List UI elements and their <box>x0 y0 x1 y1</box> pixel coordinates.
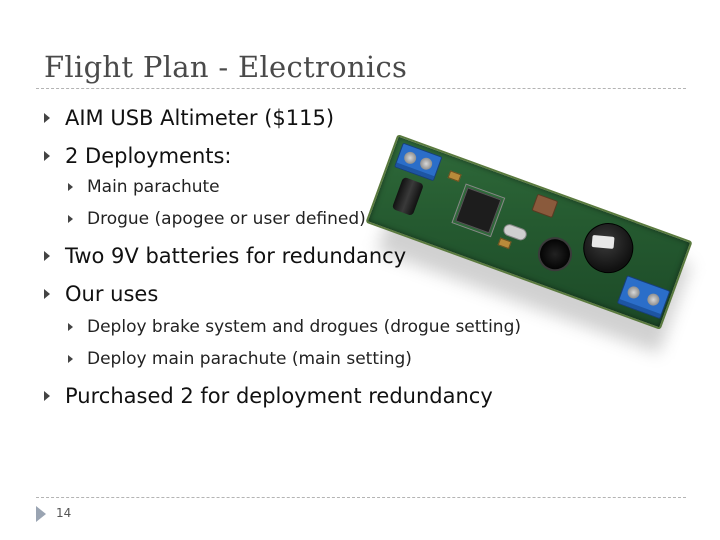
bullet-item: AIM USB Altimeter ($115) <box>44 106 334 130</box>
bullet-text: Main parachute <box>87 177 220 197</box>
bullet-text: Our uses <box>65 282 159 306</box>
screw-terminal <box>616 275 671 320</box>
switch <box>531 193 559 219</box>
bullet-text: AIM USB Altimeter ($115) <box>65 106 335 130</box>
sub-bullet-item: Main parachute <box>68 177 220 197</box>
bullet-arrow-icon <box>68 183 73 191</box>
sub-bullet-item: Deploy main parachute (main setting) <box>68 349 412 369</box>
bullet-arrow-icon <box>44 289 50 299</box>
bullet-item: Our uses <box>44 282 158 306</box>
page-number: 14 <box>56 506 72 520</box>
sub-bullet-item: Drogue (apogee or user defined) <box>68 209 366 229</box>
bullet-item: Two 9V batteries for redundancy <box>44 244 406 268</box>
bullet-text: Deploy main parachute (main setting) <box>87 349 412 369</box>
footer-marker-icon <box>36 506 46 522</box>
slide-title: Flight Plan - Electronics <box>44 50 408 84</box>
bullet-text: Two 9V batteries for redundancy <box>65 244 407 268</box>
screw-terminal <box>394 142 443 182</box>
smd-component <box>447 170 462 182</box>
title-divider <box>36 88 686 89</box>
potentiometer <box>533 232 577 277</box>
bullet-text: Deploy brake system and drogues (drogue … <box>87 317 522 337</box>
bullet-text: Purchased 2 for deployment redundancy <box>65 384 493 408</box>
buzzer <box>576 216 641 281</box>
bullet-item: Purchased 2 for deployment redundancy <box>44 384 493 408</box>
bullet-arrow-icon <box>44 391 50 401</box>
sub-bullet-item: Deploy brake system and drogues (drogue … <box>68 317 521 337</box>
bullet-text: 2 Deployments: <box>65 144 232 168</box>
bullet-arrow-icon <box>68 215 73 223</box>
bullet-arrow-icon <box>44 151 50 161</box>
bullet-arrow-icon <box>68 355 73 363</box>
bullet-item: 2 Deployments: <box>44 144 232 168</box>
smd-component <box>497 237 512 250</box>
bullet-arrow-icon <box>44 113 50 123</box>
footer-divider <box>36 497 686 498</box>
capacitor <box>391 176 425 217</box>
bullet-arrow-icon <box>44 251 50 261</box>
altimeter-board-image <box>362 90 712 380</box>
bullet-text: Drogue (apogee or user defined) <box>87 209 366 229</box>
bullet-arrow-icon <box>68 323 73 331</box>
microcontroller-chip <box>455 187 502 234</box>
